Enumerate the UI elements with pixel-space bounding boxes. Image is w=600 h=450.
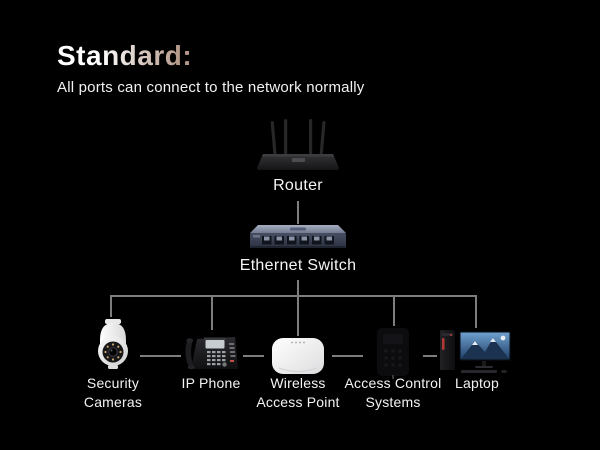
- desktop-computer-icon: [437, 328, 515, 374]
- ip-phone-icon: [181, 330, 243, 372]
- device-label-wireless-access-point: Wireless Access Point: [256, 375, 340, 410]
- device-label-laptop: Laptop: [454, 375, 500, 391]
- connector-switch-bus: [297, 280, 299, 296]
- router-icon: [253, 117, 343, 173]
- connector-bus: [110, 295, 477, 297]
- device-label-ip-phone: IP Phone: [181, 375, 241, 391]
- ethernet-switch-label: Ethernet Switch: [239, 257, 357, 274]
- connector-router-switch: [297, 201, 299, 228]
- page-subtitle: All ports can connect to the network nor…: [57, 79, 365, 96]
- security-camera-icon: [86, 317, 140, 372]
- access-control-icon: [363, 326, 423, 380]
- connector-drop-access: [393, 295, 395, 340]
- router-label: Router: [273, 177, 323, 194]
- connector-drop-laptop: [475, 295, 477, 340]
- device-label-access-control-systems: Access Control Systems: [344, 375, 442, 410]
- wireless-access-point-icon: [264, 336, 332, 376]
- ethernet-switch-icon: [246, 224, 350, 254]
- device-label-security-cameras: Security Cameras: [83, 375, 143, 410]
- page-title: Standard:: [57, 40, 193, 71]
- connector-drop-wap: [297, 295, 299, 345]
- connector-drop-phone: [211, 295, 213, 340]
